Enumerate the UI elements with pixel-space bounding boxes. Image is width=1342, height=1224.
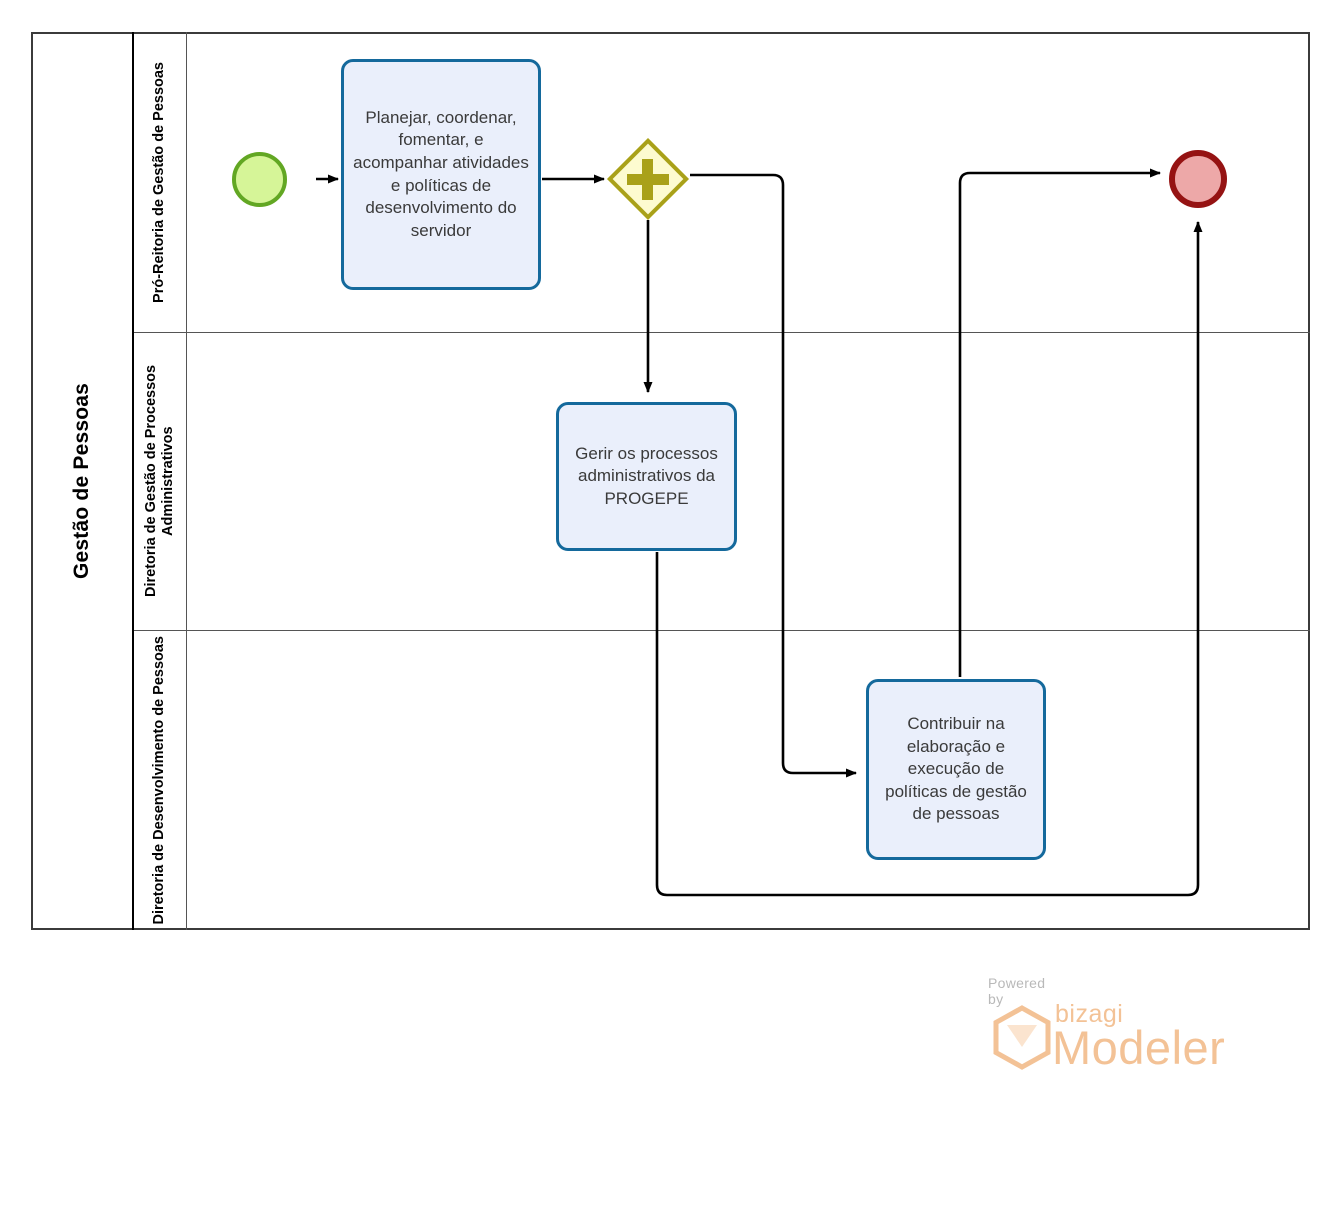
task-gerir-processos[interactable]: Gerir os processos administrativos da PR… [556,402,737,551]
pool-title: Gestão de Pessoas [31,32,134,930]
task-label: Contribuir na elaboração e execução de p… [885,713,1027,824]
start-event[interactable] [232,152,287,207]
plus-icon [642,159,653,200]
lane-label-pro-reitoria: Pró-Reitoria de Gestão de Pessoas [134,32,187,332]
task-planejar-coordenar[interactable]: Planejar, coordenar, fomentar, e acompan… [341,59,541,290]
lane-separator-2 [134,630,1310,631]
lane-label-diretoria-processos: Diretoria de Gestão de Processos Adminis… [134,332,187,630]
lane-label-diretoria-desenvolvimento: Diretoria de Desenvolvimento de Pessoas [134,630,187,930]
lane-label-text: Pró-Reitoria de Gestão de Pessoas [151,61,168,303]
task-label: Planejar, coordenar, fomentar, e acompan… [353,107,529,240]
bizagi-hex-icon [993,1005,1051,1070]
lane-separator-1 [134,332,1310,333]
pool-title-label: Gestão de Pessoas [69,383,93,579]
end-event[interactable] [1169,150,1227,208]
task-label: Gerir os processos administrativos da PR… [575,443,718,508]
parallel-gateway[interactable] [606,137,690,221]
bizagi-brand-label: bizagi [1055,1000,1124,1028]
task-contribuir-politicas[interactable]: Contribuir na elaboração e execução de p… [866,679,1046,860]
powered-by-label: Powered by [988,975,1046,1007]
lane-label-text: Diretoria de Gestão de Processos Adminis… [142,364,176,598]
modeler-product-label: Modeler [1052,1021,1226,1074]
lane-label-text: Diretoria de Desenvolvimento de Pessoas [151,635,168,925]
